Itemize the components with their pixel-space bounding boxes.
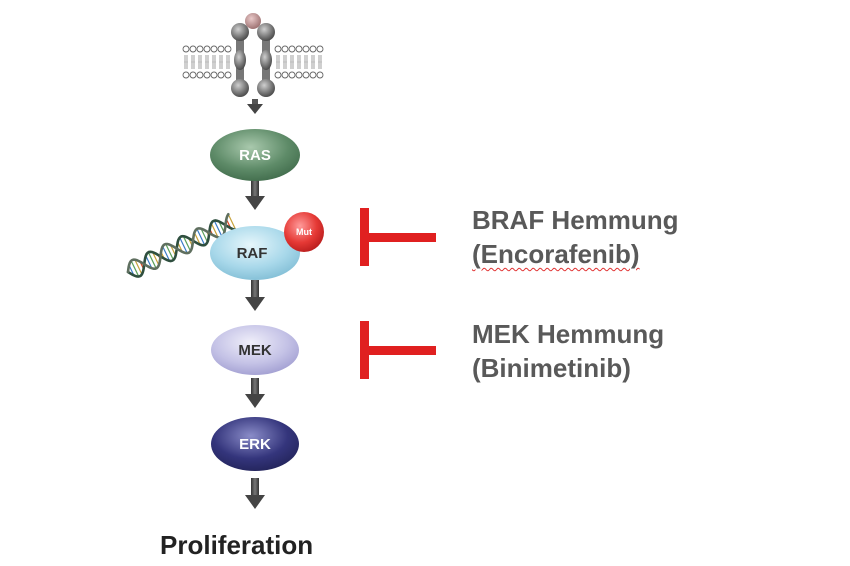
node-raf: RAF <box>210 226 300 280</box>
encorafenib-label: (Encorafenib) <box>472 239 640 269</box>
braf-inhibition-drug: (Encorafenib) <box>472 237 679 271</box>
node-ras: RAS <box>210 129 300 181</box>
inhibitor-mek <box>360 321 436 379</box>
proliferation-label: Proliferation <box>160 530 314 560</box>
braf-inhibition-title: BRAF Hemmung <box>472 205 679 235</box>
braf-inhibition-text: BRAF Hemmung (Encorafenib) <box>472 203 679 271</box>
cell-membrane-receptor-icon <box>182 13 324 97</box>
arrow-ras-raf <box>245 180 265 210</box>
mek-inhibition-drug: (Binimetinib) <box>472 353 631 383</box>
node-mek: MEK <box>211 325 299 375</box>
node-ras-label: RAS <box>239 147 271 164</box>
node-raf-label: RAF <box>237 245 268 262</box>
node-erk-label: ERK <box>239 436 271 453</box>
mek-inhibition-title: MEK Hemmung <box>472 319 665 349</box>
node-erk: ERK <box>211 417 299 471</box>
arrow-erk-output <box>245 478 265 509</box>
node-mek-label: MEK <box>238 342 272 359</box>
pathway-arrows <box>245 99 265 509</box>
arrow-mek-erk <box>245 378 265 408</box>
mutation-badge: Mut <box>284 212 324 252</box>
inhibitor-braf <box>360 208 436 266</box>
arrow-membrane-ras <box>247 99 263 114</box>
mek-inhibition-text: MEK Hemmung (Binimetinib) <box>472 317 664 385</box>
dna-helix-icon <box>126 213 237 278</box>
mutation-badge-label: Mut <box>296 227 312 237</box>
arrow-raf-mek <box>245 280 265 311</box>
